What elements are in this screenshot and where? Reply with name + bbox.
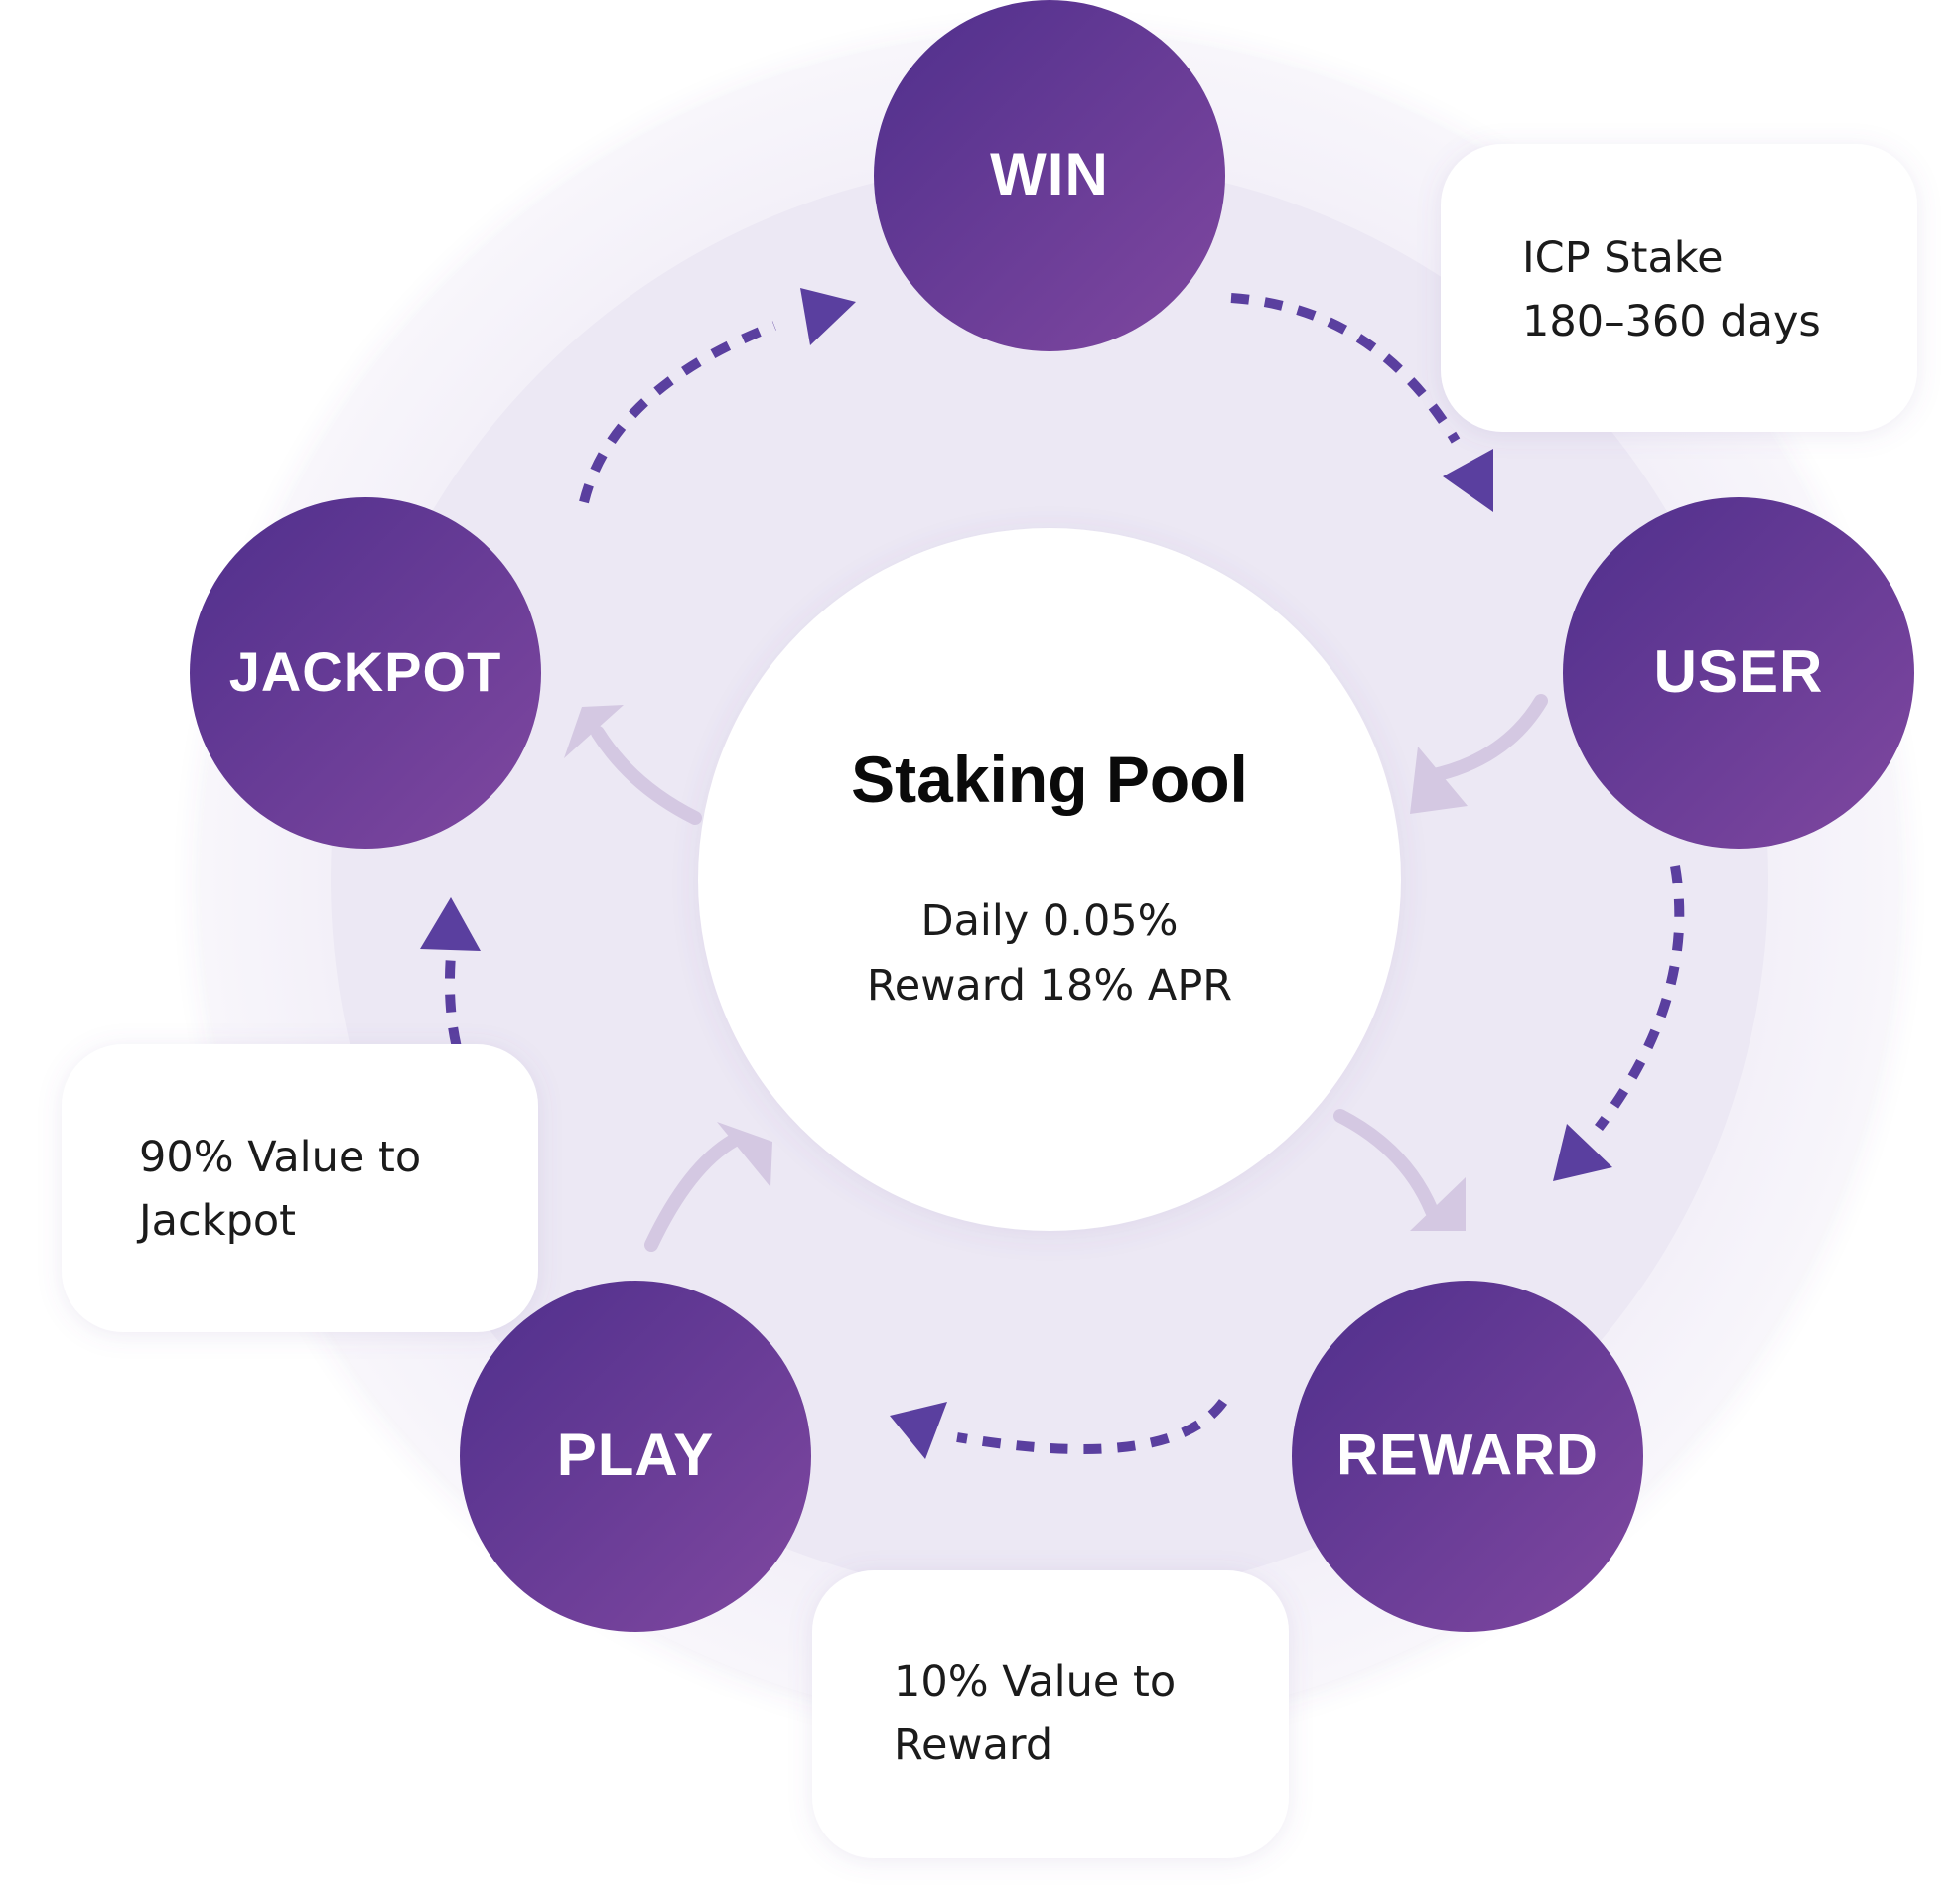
dashed-arrow-jackpot-to-win (579, 288, 856, 504)
node-jackpot-label: JACKPOT (229, 640, 502, 703)
inner-arrow-pool-to-jackpot (564, 705, 702, 825)
node-reward: REWARD (1292, 1281, 1643, 1632)
center-daily-rate: Daily 0.05% (920, 896, 1178, 946)
center-apr: Reward 18% APR (867, 961, 1232, 1011)
node-play: PLAY (460, 1281, 811, 1632)
note-reward-line2: Reward (894, 1720, 1052, 1770)
dashed-arrow-user-to-reward (1553, 865, 1685, 1181)
note-card-icp-stake: ICP Stake 180–360 days (1441, 144, 1917, 432)
node-jackpot: JACKPOT (190, 497, 541, 849)
node-win-label: WIN (990, 141, 1109, 207)
center-title: Staking Pool (851, 743, 1248, 816)
center-disc (698, 528, 1401, 1231)
note-icp-line1: ICP Stake (1522, 233, 1724, 283)
note-reward-line1: 10% Value to (894, 1657, 1176, 1706)
note-icp-line2: 180–360 days (1522, 297, 1821, 346)
inner-arrow-pool-to-reward (1333, 1109, 1466, 1231)
dashed-arrow-reward-to-play (890, 1398, 1228, 1459)
inner-arrow-play-to-pool (644, 1122, 772, 1252)
note-card-jackpot: 90% Value to Jackpot (62, 1044, 538, 1332)
note-card-reward: 10% Value to Reward (812, 1570, 1289, 1858)
node-user: USER (1563, 497, 1914, 849)
note-jackpot-line1: 90% Value to (139, 1133, 421, 1182)
node-user-label: USER (1654, 638, 1824, 705)
node-win: WIN (874, 0, 1225, 351)
note-jackpot-line2: Jackpot (136, 1196, 296, 1246)
dashed-arrow-win-to-user (1230, 293, 1493, 512)
node-play-label: PLAY (557, 1422, 715, 1488)
inner-arrow-user-to-pool (1410, 694, 1548, 814)
node-reward-label: REWARD (1336, 1423, 1599, 1487)
